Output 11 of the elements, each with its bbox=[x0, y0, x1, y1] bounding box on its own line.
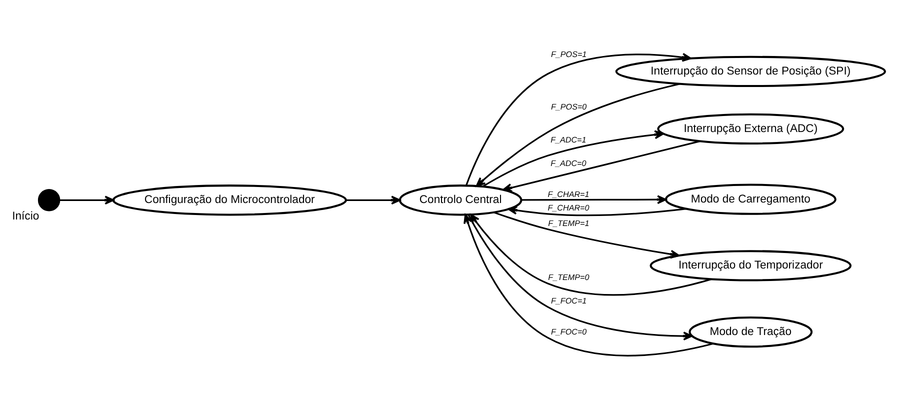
edge-label: F_CHAR=0 bbox=[548, 203, 590, 212]
edge-label: F_FOC=1 bbox=[550, 296, 587, 306]
edge-label: F_CHAR=1 bbox=[548, 189, 590, 198]
edge-label: F_ADC=0 bbox=[550, 158, 586, 168]
edge-label: F_POS=0 bbox=[550, 102, 587, 111]
edge-label: F_POS=1 bbox=[550, 49, 587, 58]
node-label: Início bbox=[12, 210, 40, 222]
edge-label: F_FOC=0 bbox=[550, 326, 587, 336]
edge-label: F_ADC=1 bbox=[550, 135, 586, 144]
edge-label: F_TEMP=0 bbox=[548, 272, 590, 282]
edge-label: F_TEMP=1 bbox=[548, 218, 590, 228]
